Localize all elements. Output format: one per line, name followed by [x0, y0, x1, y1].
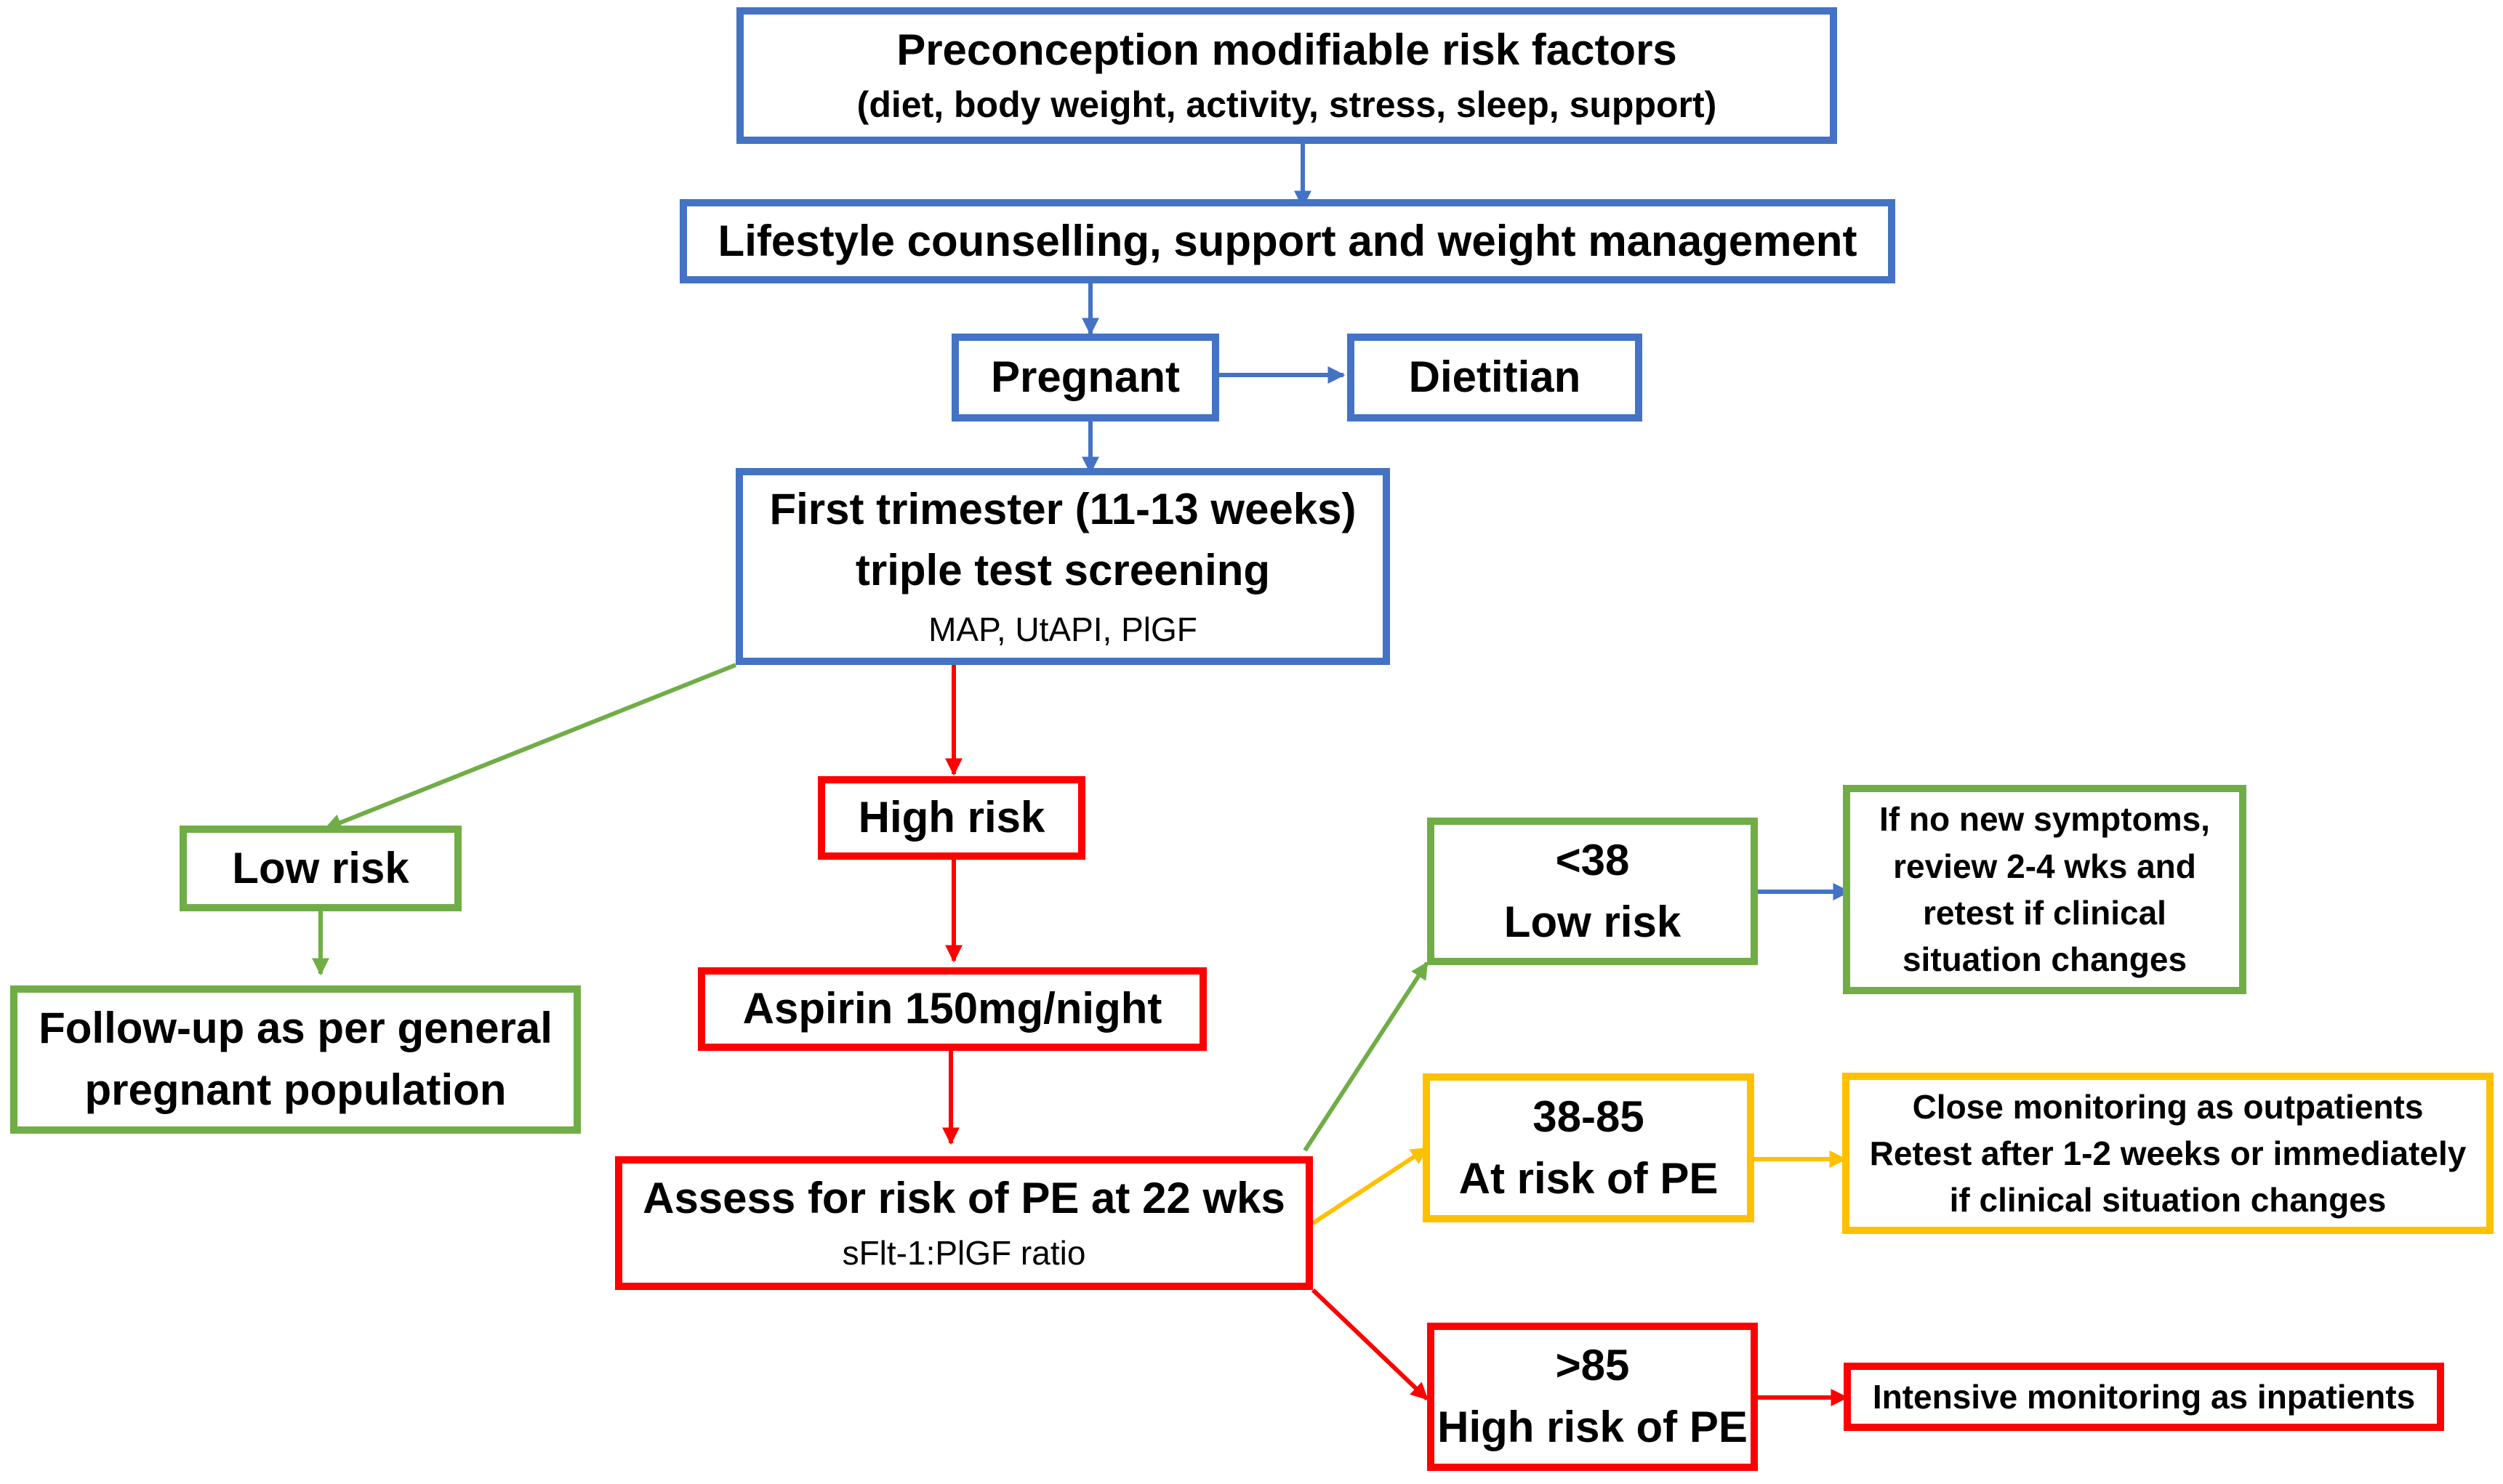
first-trimester-line2: triple test screening	[855, 546, 1271, 595]
gt85-label: High risk of PE	[1437, 1403, 1748, 1451]
review-box: If no new symptoms, review 2-4 wks and r…	[1843, 785, 2246, 994]
low-risk-box: Low risk	[180, 826, 462, 911]
pregnant-title: Pregnant	[990, 352, 1181, 402]
lt38-value: <38	[1555, 835, 1630, 884]
preconception-subtitle: (diet, body weight, activity, stress, sl…	[856, 84, 1717, 125]
dietitian-box: Dietitian	[1347, 334, 1642, 422]
review-line3: retest if clinical	[1923, 894, 2166, 932]
close-line1: Close monitoring as outpatients	[1912, 1087, 2424, 1126]
preconception-box: Preconception modifiable risk factors (d…	[736, 7, 1837, 144]
arrow-assess-to-mid	[1311, 1146, 1429, 1225]
review-line1: If no new symptoms,	[1879, 800, 2210, 839]
gt85-value: >85	[1555, 1341, 1630, 1390]
close-line2: Retest after 1-2 weeks or immediately	[1869, 1134, 2467, 1172]
lt38-box: <38 Low risk	[1427, 818, 1758, 965]
aspirin-box: Aspirin 150mg/night	[698, 967, 1207, 1051]
first-trimester-box: First trimester (11-13 weeks) triple tes…	[736, 468, 1390, 665]
review-line2: review 2-4 wks and	[1893, 847, 2196, 885]
gt85-box: >85 High risk of PE	[1427, 1323, 1758, 1471]
high-risk-box: High risk	[818, 776, 1085, 860]
intensive-monitoring-box: Intensive monitoring as inpatients	[1844, 1363, 2444, 1431]
mid-risk-label: At risk of PE	[1458, 1153, 1719, 1203]
assess-box: Assess for risk of PE at 22 wks sFlt-1:P…	[615, 1156, 1313, 1290]
lifestyle-title: Lifestyle counselling, support and weigh…	[718, 216, 1857, 265]
lt38-label: Low risk	[1503, 897, 1682, 946]
low-risk-title: Low risk	[232, 843, 409, 892]
aspirin-title: Aspirin 150mg/night	[742, 984, 1162, 1033]
review-line4: situation changes	[1902, 940, 2187, 979]
lifestyle-box: Lifestyle counselling, support and weigh…	[680, 199, 1895, 283]
intensive-title: Intensive monitoring as inpatients	[1872, 1377, 2416, 1416]
first-trimester-line1: First trimester (11-13 weeks)	[769, 484, 1357, 533]
arrow-assess-to-gt85	[1311, 1288, 1429, 1401]
followup-line2: pregnant population	[84, 1065, 507, 1114]
close-line3: if clinical situation changes	[1949, 1181, 2387, 1219]
followup-line1: Follow-up as per general	[39, 1004, 553, 1053]
arrow-assess-to-lt38	[1303, 961, 1429, 1152]
assess-title: Assess for risk of PE at 22 wks	[643, 1174, 1285, 1223]
mid-risk-box: 38-85 At risk of PE	[1423, 1073, 1754, 1222]
high-risk-title: High risk	[858, 793, 1045, 842]
assess-subtitle: sFlt-1:PlGF ratio	[842, 1234, 1086, 1273]
preconception-title: Preconception modifiable risk factors	[896, 25, 1677, 75]
pregnant-box: Pregnant	[952, 334, 1219, 422]
dietitian-title: Dietitian	[1408, 352, 1581, 402]
close-monitoring-box: Close monitoring as outpatients Retest a…	[1842, 1073, 2494, 1234]
mid-risk-value: 38-85	[1532, 1092, 1644, 1141]
first-trimester-subtitle: MAP, UtAPI, PlGF	[928, 610, 1197, 649]
arrow-first-trimester-to-low-risk	[324, 663, 737, 831]
followup-box: Follow-up as per general pregnant popula…	[10, 985, 581, 1134]
